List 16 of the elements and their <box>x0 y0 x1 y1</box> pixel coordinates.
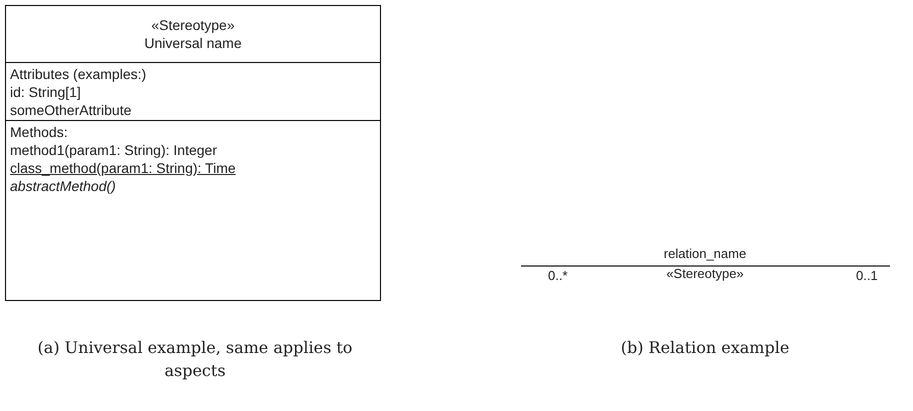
member-text: Attributes (examples:) <box>10 65 146 83</box>
member-text: someOtherAttribute <box>10 101 132 119</box>
multiplicity-label: 0..* <box>548 268 568 284</box>
relation-name: relation_name <box>664 246 746 262</box>
class-header-text: Universal name <box>144 34 242 52</box>
caption: (b) Relation example <box>620 337 790 359</box>
multiplicity-label: 0..1 <box>856 268 878 284</box>
class-box <box>5 5 381 301</box>
class-header-text: «Stereotype» <box>151 16 235 34</box>
member-text: id: String[1] <box>10 83 81 101</box>
member-text: Methods: <box>10 123 68 141</box>
member-text: method1(param1: String): Integer <box>10 141 217 159</box>
member-text: abstractMethod() <box>10 177 116 195</box>
stereotype-label: «Stereotype» <box>666 266 744 282</box>
caption: (a) Universal example, same applies to aspects <box>36 337 354 382</box>
member-text: class_method(param1: String): Time <box>10 159 236 177</box>
